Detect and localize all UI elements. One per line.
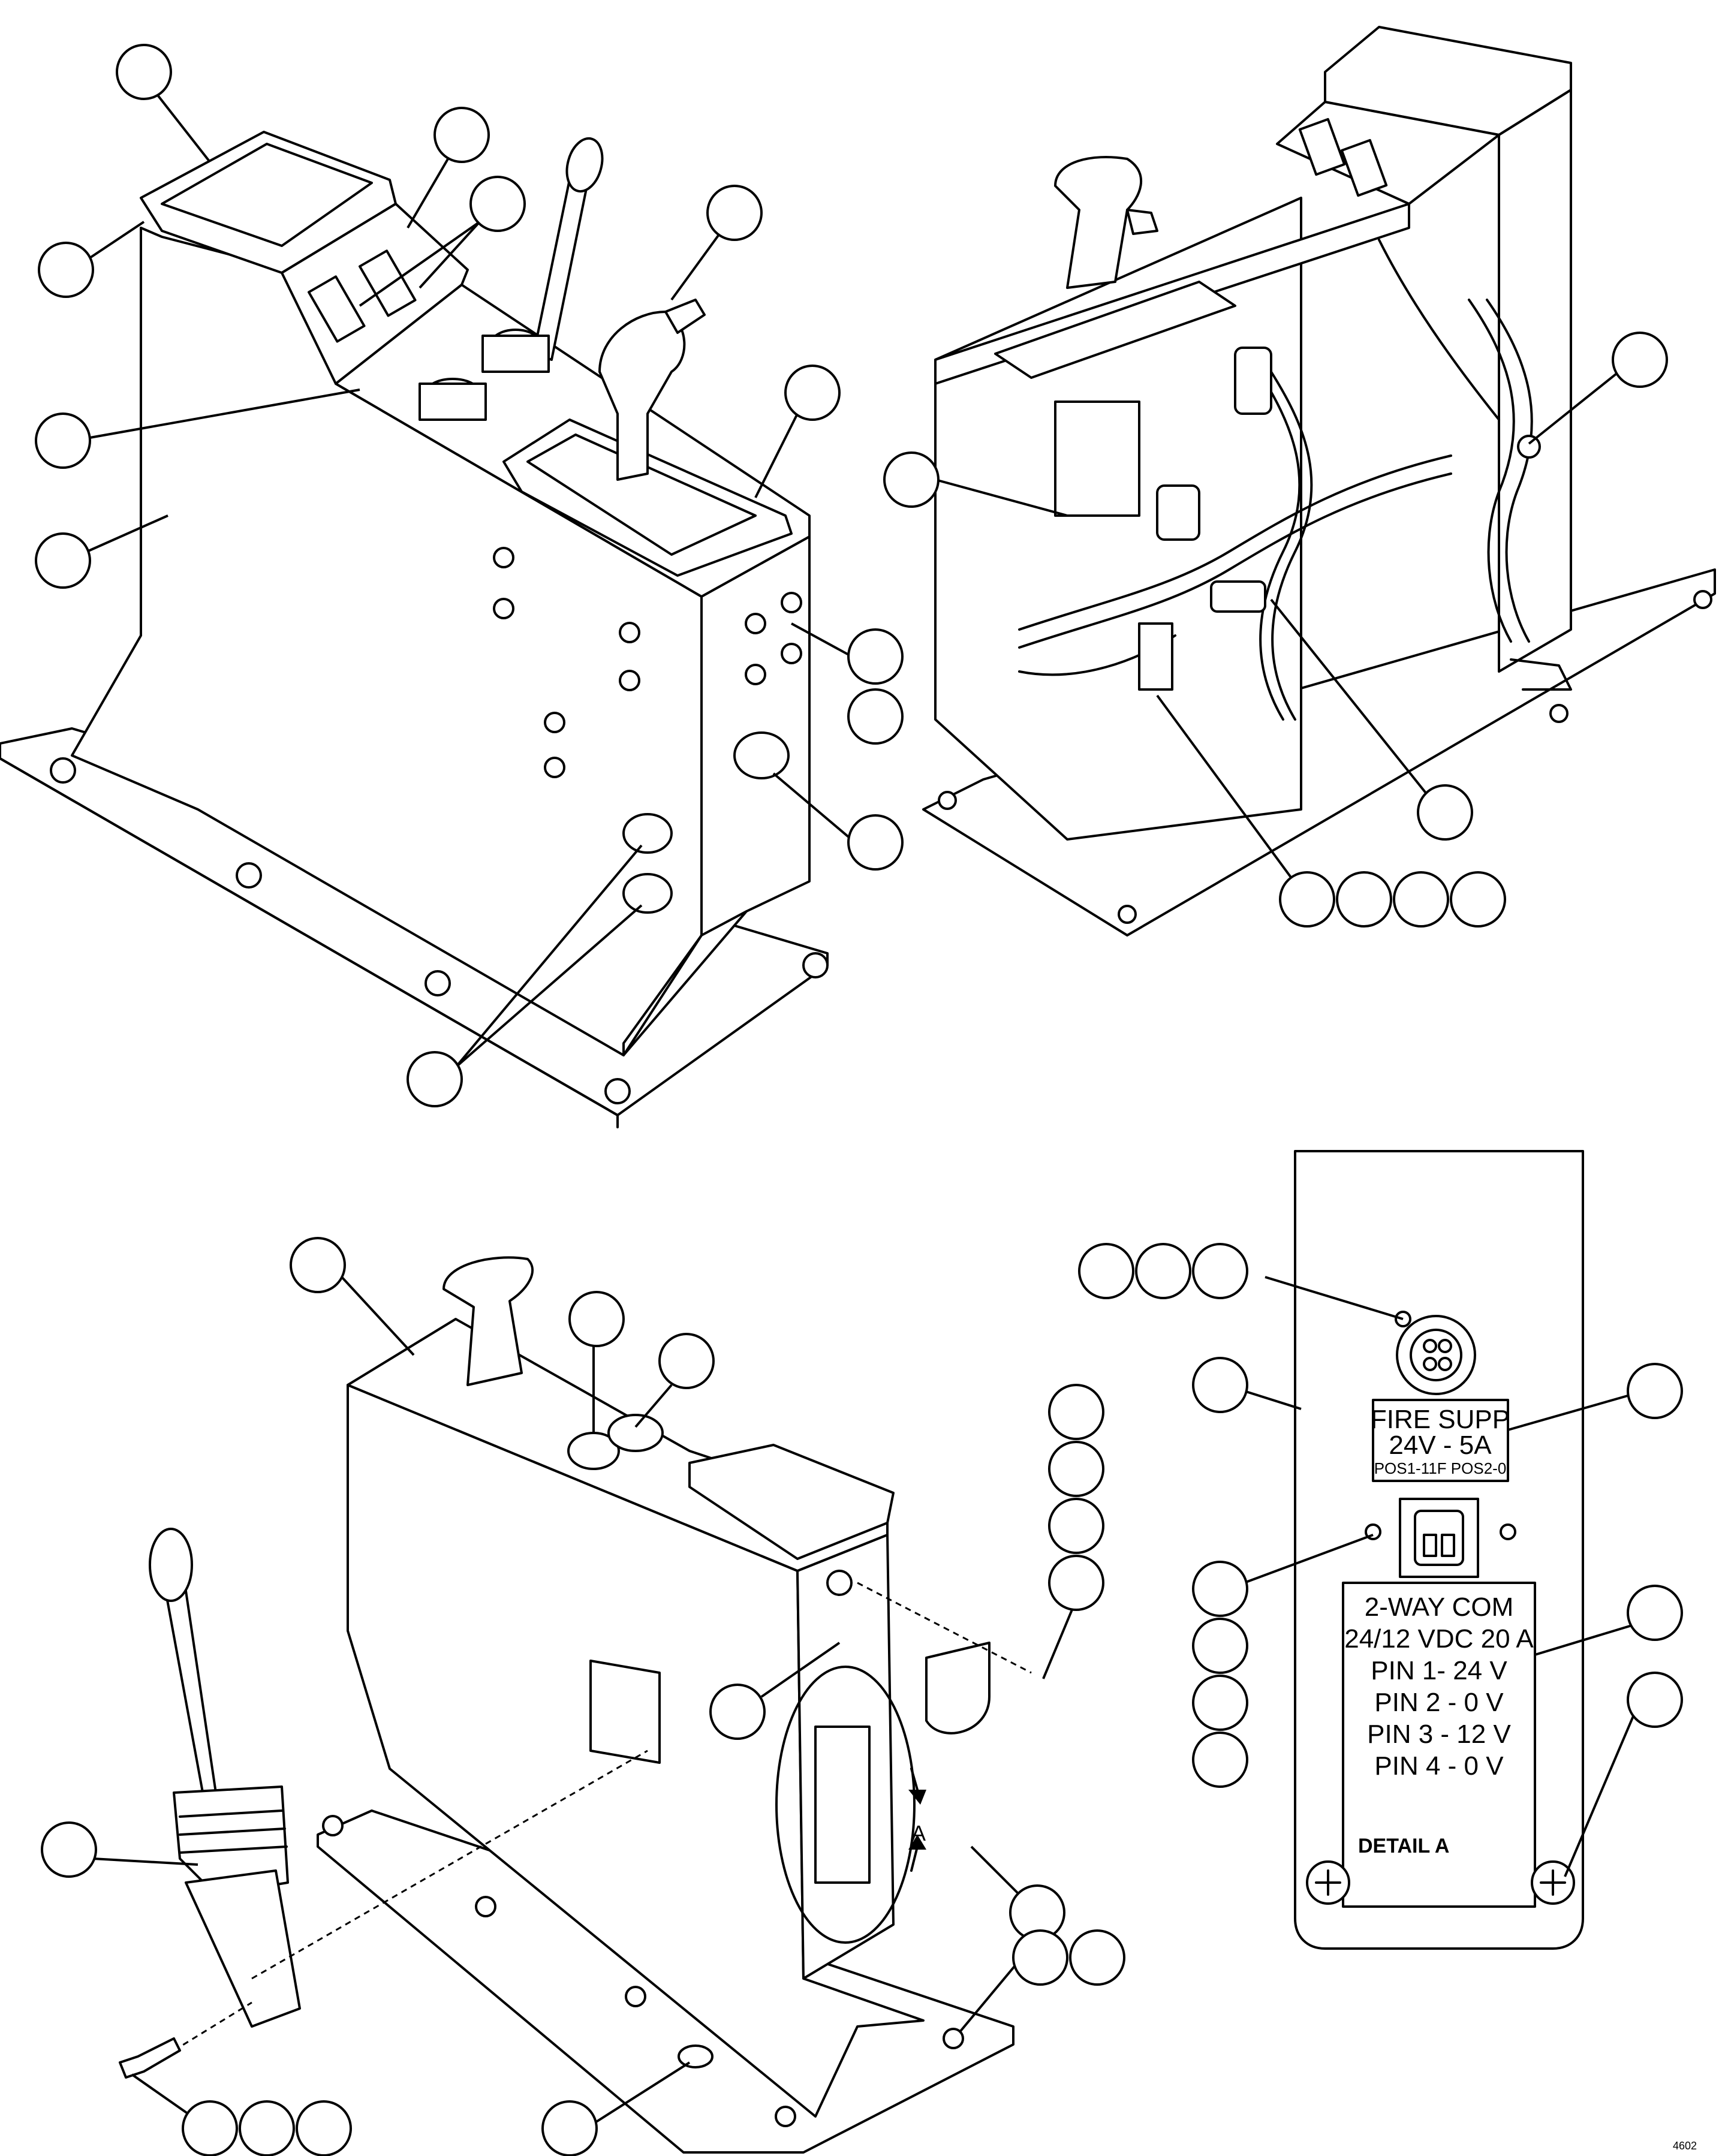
fire-supp-line1: FIRE SUPP [1371, 1405, 1510, 1434]
com-line5: PIN 3 - 12 V [1367, 1720, 1511, 1749]
com-line1: 2-WAY COM [1365, 1592, 1514, 1622]
side-bolts [493, 547, 802, 778]
com-plate [1342, 1582, 1536, 1908]
plug-cap [925, 1642, 991, 1735]
connector-4 [1138, 622, 1173, 691]
access-plate [589, 1660, 661, 1764]
side-shift-handle [442, 1256, 534, 1386]
round-buttons [419, 329, 550, 421]
wire-harness [1018, 239, 1533, 721]
plate-screws [1306, 1860, 1575, 1905]
fire-supp-line3: POS1-11F POS2-0 [1374, 1459, 1507, 1477]
lever [532, 164, 592, 361]
connector-2 [1234, 347, 1272, 415]
com-line3: PIN 1- 24 V [1371, 1656, 1507, 1685]
bolt [119, 2037, 181, 2079]
fire-supp-plate [1372, 1399, 1509, 1482]
base-bolts [50, 757, 829, 1104]
view-rear-console [922, 26, 1716, 937]
detail-label: DETAIL A [1358, 1835, 1449, 1857]
joystick [149, 1528, 301, 2028]
rear-body [934, 197, 1302, 841]
com-line2: 24/12 VDC 20 A [1344, 1624, 1534, 1654]
view-front-console [0, 131, 829, 1128]
rear-shift-handle [1054, 156, 1142, 289]
com-line6: PIN 4 - 0 V [1374, 1751, 1504, 1781]
drawing-code: 4602 [1673, 2140, 1697, 2152]
rear-bracket [1054, 401, 1140, 517]
rear-base-bolts [938, 590, 1712, 924]
connector-1 [1156, 484, 1200, 541]
side-base-bolts [322, 1815, 964, 2127]
key-switch-1 [622, 813, 673, 854]
side-port [733, 731, 790, 779]
view-side-console: A [119, 1256, 1032, 2154]
detail-a-callout [775, 1666, 916, 1944]
com-line4: PIN 2 - 0 V [1374, 1688, 1504, 1717]
callouts [35, 44, 1683, 2156]
fire-supp-line2: 24V - 5A [1389, 1431, 1492, 1460]
detail-a: FIRE SUPP 24V - 5A POS1-11F POS2-0 2-WAY… [1294, 1150, 1584, 1950]
key-switch-2 [622, 873, 673, 914]
connector-3 [1210, 580, 1266, 613]
side-cover [688, 1444, 895, 1560]
